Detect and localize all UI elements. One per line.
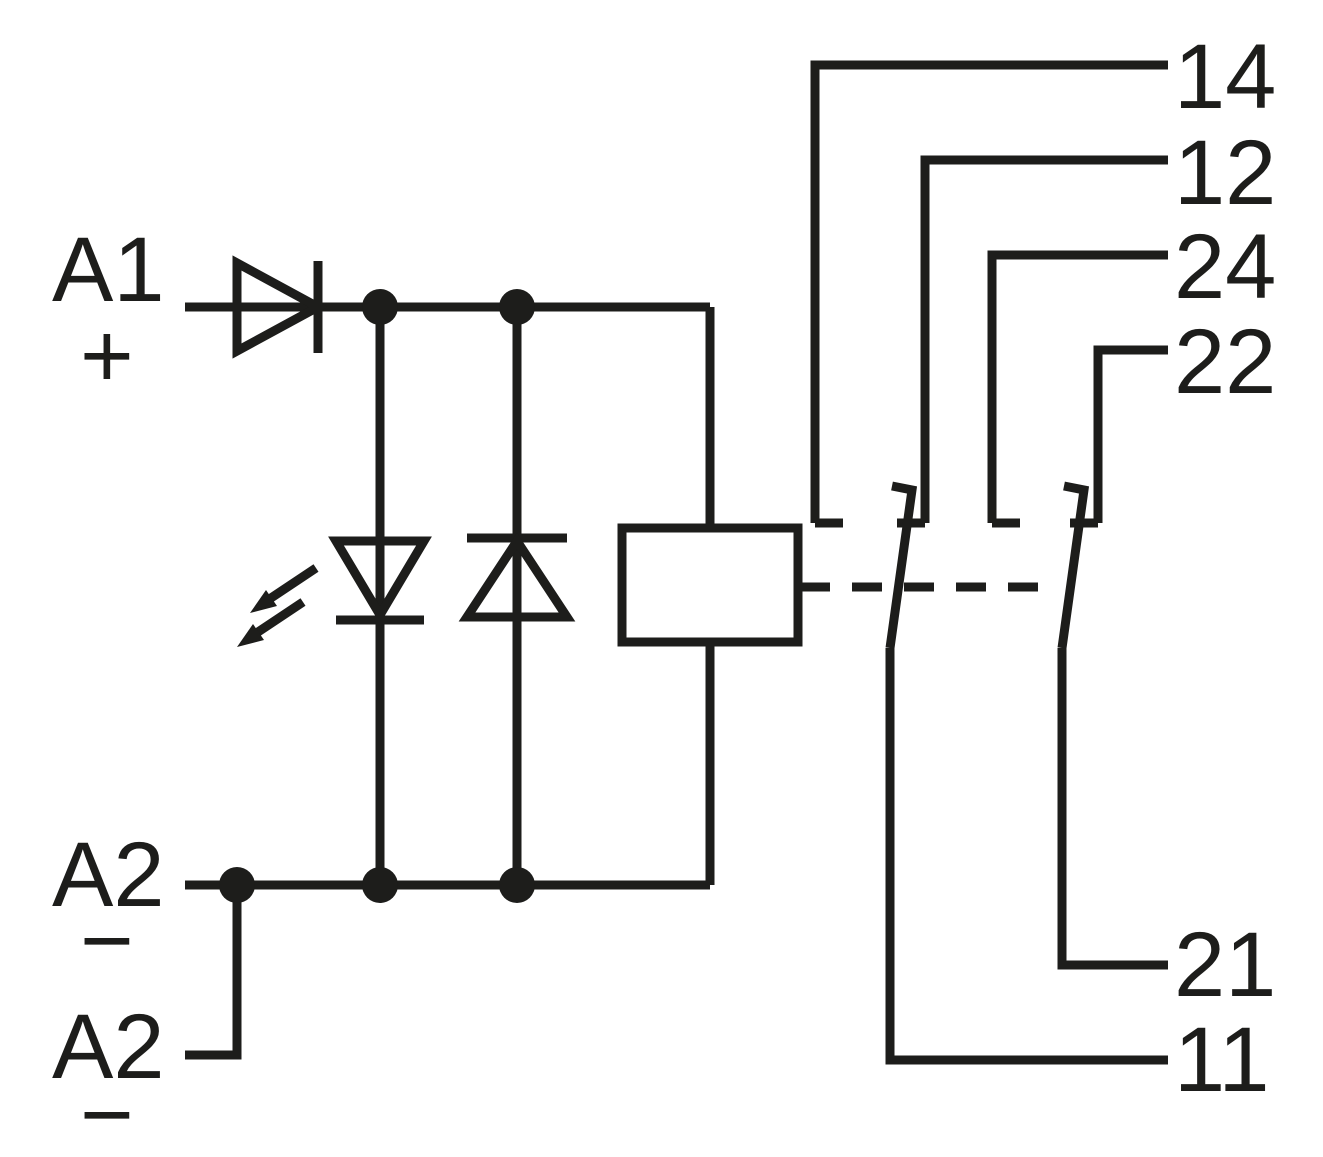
terminal-a2-label: A2: [52, 824, 165, 926]
terminal-24-wire: [987, 250, 1168, 523]
junction-dot: [499, 867, 535, 903]
contact-1-arm-icon: [885, 481, 918, 649]
terminal-a2-jumper-polarity: −: [80, 1064, 134, 1157]
relay-coil-icon: [617, 523, 803, 647]
terminal-a2-jumper-label: A2: [52, 996, 165, 1098]
led-arrow-1-head-icon: [250, 590, 277, 613]
a2-jumper-wire: [185, 885, 242, 1060]
terminal-24-label: 24: [1174, 216, 1276, 318]
terminal-11-label: 11: [1174, 1009, 1270, 1111]
terminal-22-label: 22: [1174, 311, 1276, 413]
terminal-12-label: 12: [1174, 122, 1276, 224]
terminal-11-wire: [885, 648, 1168, 1065]
terminal-12-wire: [920, 155, 1168, 523]
terminal-14-wire: [810, 60, 1168, 523]
terminal-a2-polarity: −: [80, 890, 134, 992]
led-arrow-1: [268, 564, 319, 602]
junction-dot: [362, 289, 398, 325]
suppression-diode-icon: [458, 532, 576, 622]
terminal-21-wire: [1057, 648, 1168, 970]
contact-2-arm-icon: [1057, 481, 1090, 649]
terminal-21-label: 21: [1174, 914, 1276, 1016]
led-icon: [328, 536, 432, 624]
led-arrow-2-head-icon: [237, 624, 264, 647]
junction-dot: [499, 289, 535, 325]
terminal-22-wire: [1093, 345, 1168, 523]
terminal-14-label: 14: [1174, 26, 1276, 128]
series-diode-icon: [232, 255, 328, 359]
terminal-a1-label: A1: [52, 219, 165, 321]
junction-dot: [219, 867, 255, 903]
terminal-a1-polarity: +: [80, 305, 134, 407]
junction-dot: [362, 867, 398, 903]
led-arrow-2: [255, 598, 306, 636]
